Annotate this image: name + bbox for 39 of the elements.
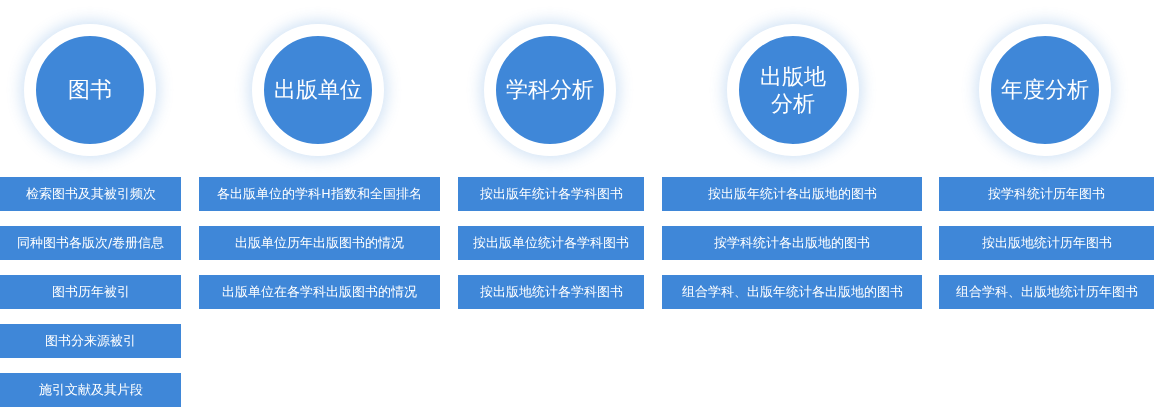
feature-label: 图书历年被引 bbox=[51, 283, 130, 301]
feature-box bbox=[199, 275, 440, 309]
feature-label: 按学科统计各出版地的图书 bbox=[714, 234, 870, 252]
feature-label: 同种图书各版次/卷册信息 bbox=[16, 234, 165, 252]
feature-label: 检索图书及其被引频次 bbox=[25, 185, 156, 203]
feature-label: 按出版地统计各学科图书 bbox=[479, 283, 623, 301]
feature-box bbox=[0, 373, 181, 407]
feature-box bbox=[662, 177, 922, 211]
feature-label: 各出版单位的学科H指数和全国排名 bbox=[217, 185, 422, 203]
feature-box bbox=[0, 275, 181, 309]
feature-label: 组合学科、出版年统计各出版地的图书 bbox=[681, 283, 903, 301]
feature-box bbox=[662, 226, 922, 260]
category-title: 出版地分析 bbox=[759, 62, 827, 118]
feature-label: 组合学科、出版地统计历年图书 bbox=[955, 283, 1138, 301]
feature-box bbox=[939, 275, 1154, 309]
category-title: 年度分析 bbox=[1001, 76, 1089, 104]
feature-label: 出版单位历年出版图书的情况 bbox=[235, 234, 404, 252]
feature-label: 图书分来源被引 bbox=[45, 332, 136, 350]
feature-label: 按出版地统计历年图书 bbox=[981, 234, 1112, 252]
feature-box bbox=[0, 177, 181, 211]
feature-box bbox=[662, 275, 922, 309]
feature-box bbox=[199, 177, 440, 211]
feature-box bbox=[458, 275, 644, 309]
feature-box bbox=[939, 226, 1154, 260]
feature-box bbox=[199, 226, 440, 260]
feature-box bbox=[0, 324, 181, 358]
feature-box bbox=[939, 177, 1154, 211]
feature-label: 出版单位在各学科出版图书的情况 bbox=[222, 283, 417, 301]
feature-label: 按学科统计历年图书 bbox=[988, 185, 1105, 203]
category-title: 出版单位 bbox=[274, 76, 362, 104]
category-title: 图书 bbox=[68, 76, 112, 104]
feature-label: 按出版年统计各学科图书 bbox=[479, 185, 623, 203]
feature-box bbox=[458, 226, 644, 260]
feature-label: 按出版单位统计各学科图书 bbox=[473, 234, 629, 252]
feature-label: 施引文献及其片段 bbox=[38, 381, 143, 399]
feature-box bbox=[458, 177, 644, 211]
feature-label: 按出版年统计各出版地的图书 bbox=[707, 185, 877, 203]
category-title: 学科分析 bbox=[506, 76, 594, 104]
feature-box bbox=[0, 226, 181, 260]
